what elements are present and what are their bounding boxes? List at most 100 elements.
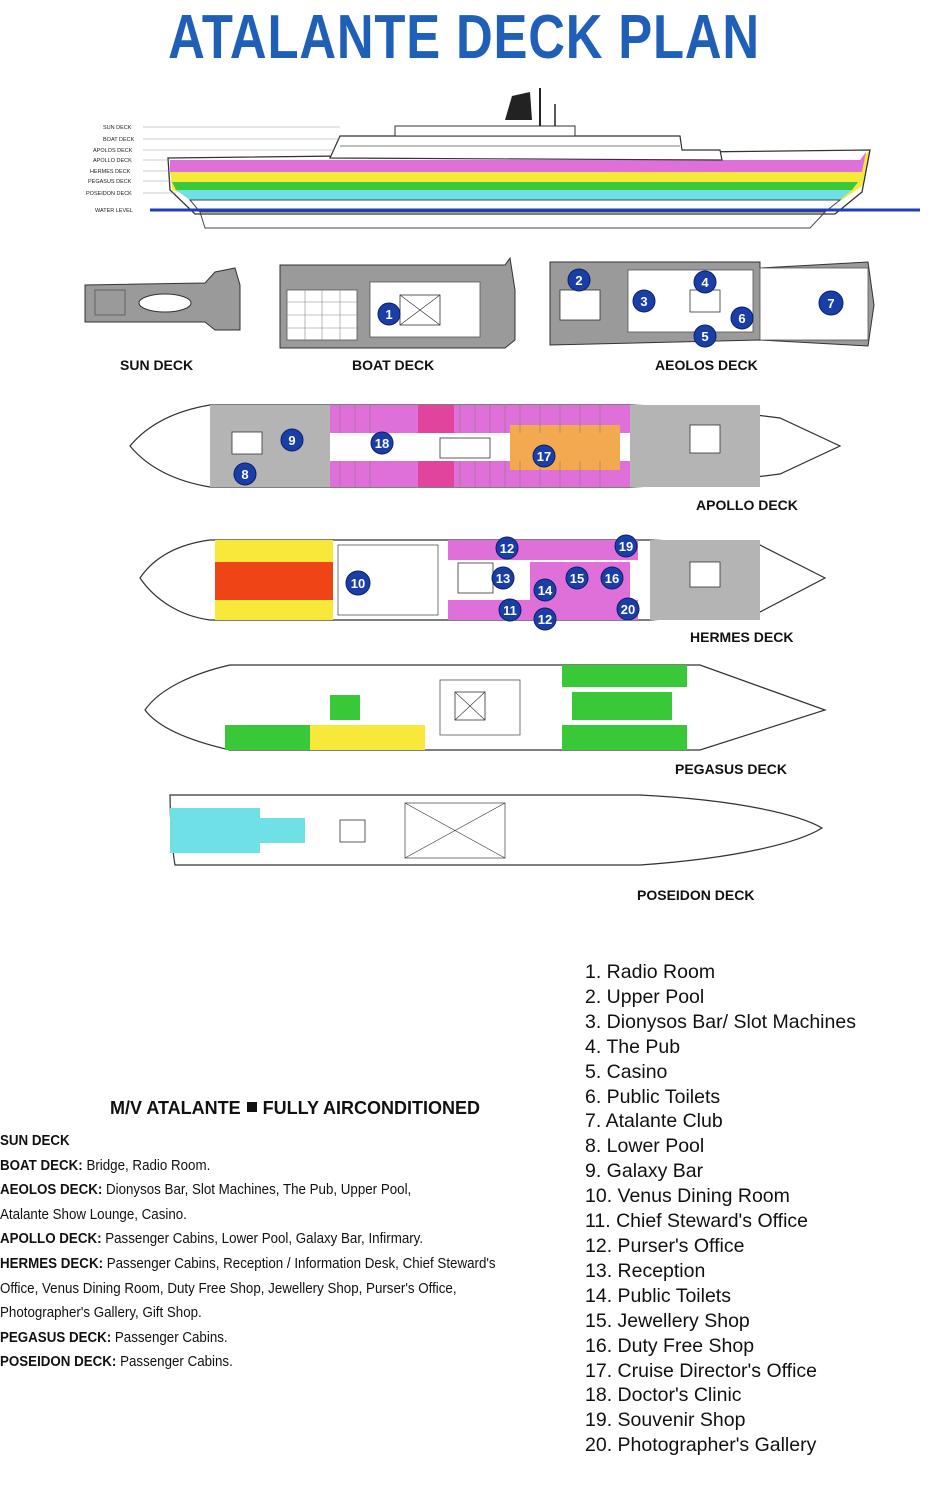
legend-item: 15. Jewellery Shop: [585, 1309, 750, 1332]
summary-heading: M/V ATALANTE FULLY AIRCONDITIONED: [0, 1098, 580, 1119]
badge-2: 2: [567, 268, 591, 292]
svg-text:12: 12: [500, 541, 514, 556]
badge-6: 6: [730, 306, 754, 330]
badge-10: 10: [345, 570, 371, 596]
summary-row: BOAT DECK: Bridge, Radio Room.: [0, 1157, 211, 1174]
profile-label-boat: BOAT DECK: [103, 137, 135, 143]
badge-18: 18: [370, 431, 394, 455]
legend-item: 11. Chief Steward's Office: [585, 1210, 809, 1233]
aeolos-deck-plan: AEOLOS DECK: [549, 261, 875, 373]
svg-text:6: 6: [738, 311, 745, 326]
badge-16: 16: [600, 566, 624, 590]
badge-13: 13: [491, 566, 515, 590]
room-legend: 1. Radio Room 2. Upper Pool 3. Dionysos …: [585, 960, 856, 1458]
badge-14: 14: [533, 578, 557, 602]
profile-label-hermes: HERMES DECK: [90, 169, 131, 175]
badge-20: 20: [616, 597, 640, 621]
poseidon-deck-label: POSEIDON DECK: [637, 887, 754, 903]
svg-text:18: 18: [375, 436, 389, 451]
legend-item: 9. Galaxy Bar: [585, 1160, 704, 1183]
ship-profile: SUN DECK BOAT DECK APOLOS DECK APOLLO DE…: [86, 88, 920, 229]
badge-8: 8: [233, 462, 257, 486]
badge-12-bottom: 12: [533, 607, 557, 631]
legend-item: 7. Atalante Club: [585, 1110, 723, 1133]
profile-label-sun: SUN DECK: [103, 125, 132, 131]
legend-item: 1. Radio Room: [585, 961, 716, 983]
profile-label-poseidon: POSEIDON DECK: [86, 191, 132, 197]
legend-item: 19. Souvenir Shop: [585, 1409, 746, 1432]
square-bullet-icon: [246, 1102, 257, 1112]
summary-row: Atalante Show Lounge, Casino.: [0, 1206, 187, 1223]
hermes-deck-label: HERMES DECK: [690, 629, 793, 645]
summary-heading-feature: FULLY AIRCONDITIONED: [262, 1098, 480, 1118]
boat-deck-label: BOAT DECK: [352, 357, 434, 373]
svg-text:5: 5: [701, 329, 708, 344]
hermes-deck-plan: HERMES DECK: [139, 539, 827, 645]
summary-row: PEGASUS DECK: Passenger Cabins.: [0, 1329, 228, 1346]
svg-text:20: 20: [621, 602, 635, 617]
legend-item: 8. Lower Pool: [585, 1135, 705, 1158]
svg-text:3: 3: [640, 294, 647, 309]
badge-17: 17: [532, 444, 556, 468]
legend-item: 17. Cruise Director's Office: [585, 1359, 818, 1382]
legend-item: 2. Upper Pool: [585, 985, 705, 1008]
profile-label-water: WATER LEVEL: [95, 208, 133, 214]
summary-row: APOLLO DECK: Passenger Cabins, Lower Poo…: [0, 1231, 424, 1248]
svg-text:19: 19: [619, 539, 633, 554]
svg-text:2: 2: [575, 273, 582, 288]
badge-12-top: 12: [495, 536, 519, 560]
svg-text:17: 17: [537, 449, 551, 464]
summary-row: SUN DECK: [0, 1133, 70, 1149]
legend-item: 20. Photographer's Gallery: [585, 1434, 817, 1457]
legend-item: 10. Venus Dining Room: [585, 1185, 790, 1208]
legend-item: 12. Purser's Office: [585, 1234, 745, 1257]
summary-row: AEOLOS DECK: Dionysos Bar, Slot Machines…: [0, 1182, 412, 1199]
poseidon-deck-plan: POSEIDON DECK: [169, 794, 824, 903]
legend-item: 5. Casino: [585, 1060, 668, 1083]
svg-text:1: 1: [385, 307, 392, 322]
legend-item: 6. Public Toilets: [585, 1085, 721, 1108]
svg-text:10: 10: [351, 576, 365, 591]
badge-5: 5: [693, 324, 717, 348]
apollo-deck-plan: APOLLO DECK: [129, 404, 842, 513]
legend-item: 4. The Pub: [585, 1035, 681, 1058]
svg-text:13: 13: [496, 571, 510, 586]
page-title: ATALANTE DECK PLAN: [168, 3, 760, 72]
profile-label-aeolos: APOLOS DECK: [93, 148, 133, 154]
pegasus-deck-plan: PEGASUS DECK: [144, 664, 827, 777]
deck-plan-drawing: SUN DECK BOAT DECK APOLOS DECK APOLLO DE…: [84, 88, 920, 903]
svg-text:15: 15: [570, 571, 584, 586]
sun-deck-plan: SUN DECK: [84, 267, 241, 373]
summary-row: POSEIDON DECK: Passenger Cabins.: [0, 1354, 233, 1371]
profile-label-apollo: APOLLO DECK: [93, 158, 132, 164]
badge-11: 11: [498, 598, 522, 622]
svg-text:11: 11: [503, 603, 517, 618]
legend-item: 3. Dionysos Bar/ Slot Machines: [585, 1010, 856, 1033]
svg-text:12: 12: [538, 612, 552, 627]
apollo-deck-label: APOLLO DECK: [696, 497, 798, 513]
badge-1: 1: [377, 302, 401, 326]
legend-item: 14. Public Toilets: [585, 1284, 731, 1307]
svg-text:7: 7: [827, 296, 834, 311]
badge-9: 9: [280, 428, 304, 452]
badge-3: 3: [632, 289, 656, 313]
svg-text:14: 14: [538, 583, 553, 598]
summary-heading-ship: M/V ATALANTE: [109, 1098, 241, 1118]
deck-summary: M/V ATALANTE FULLY AIRCONDITIONED SUN DEC…: [0, 1098, 580, 1375]
pegasus-deck-label: PEGASUS DECK: [675, 761, 787, 777]
svg-text:4: 4: [701, 275, 709, 290]
aeolos-deck-label: AEOLOS DECK: [655, 357, 758, 373]
badge-7: 7: [818, 290, 844, 316]
svg-text:9: 9: [288, 433, 295, 448]
svg-text:8: 8: [241, 467, 248, 482]
profile-label-pegasus: PEGASUS DECK: [88, 179, 132, 185]
legend-item: 13. Reception: [585, 1259, 706, 1282]
summary-row: HERMES DECK: Passenger Cabins, Reception…: [0, 1255, 496, 1272]
summary-row: Photographer's Gallery, Gift Shop.: [0, 1305, 202, 1322]
legend-item: 18. Doctor's Clinic: [585, 1384, 742, 1407]
badge-4: 4: [693, 270, 717, 294]
summary-row: Office, Venus Dining Room, Duty Free Sho…: [0, 1280, 457, 1297]
badge-15: 15: [565, 566, 589, 590]
legend-item: 16. Duty Free Shop: [585, 1334, 755, 1357]
badge-19: 19: [614, 534, 638, 558]
